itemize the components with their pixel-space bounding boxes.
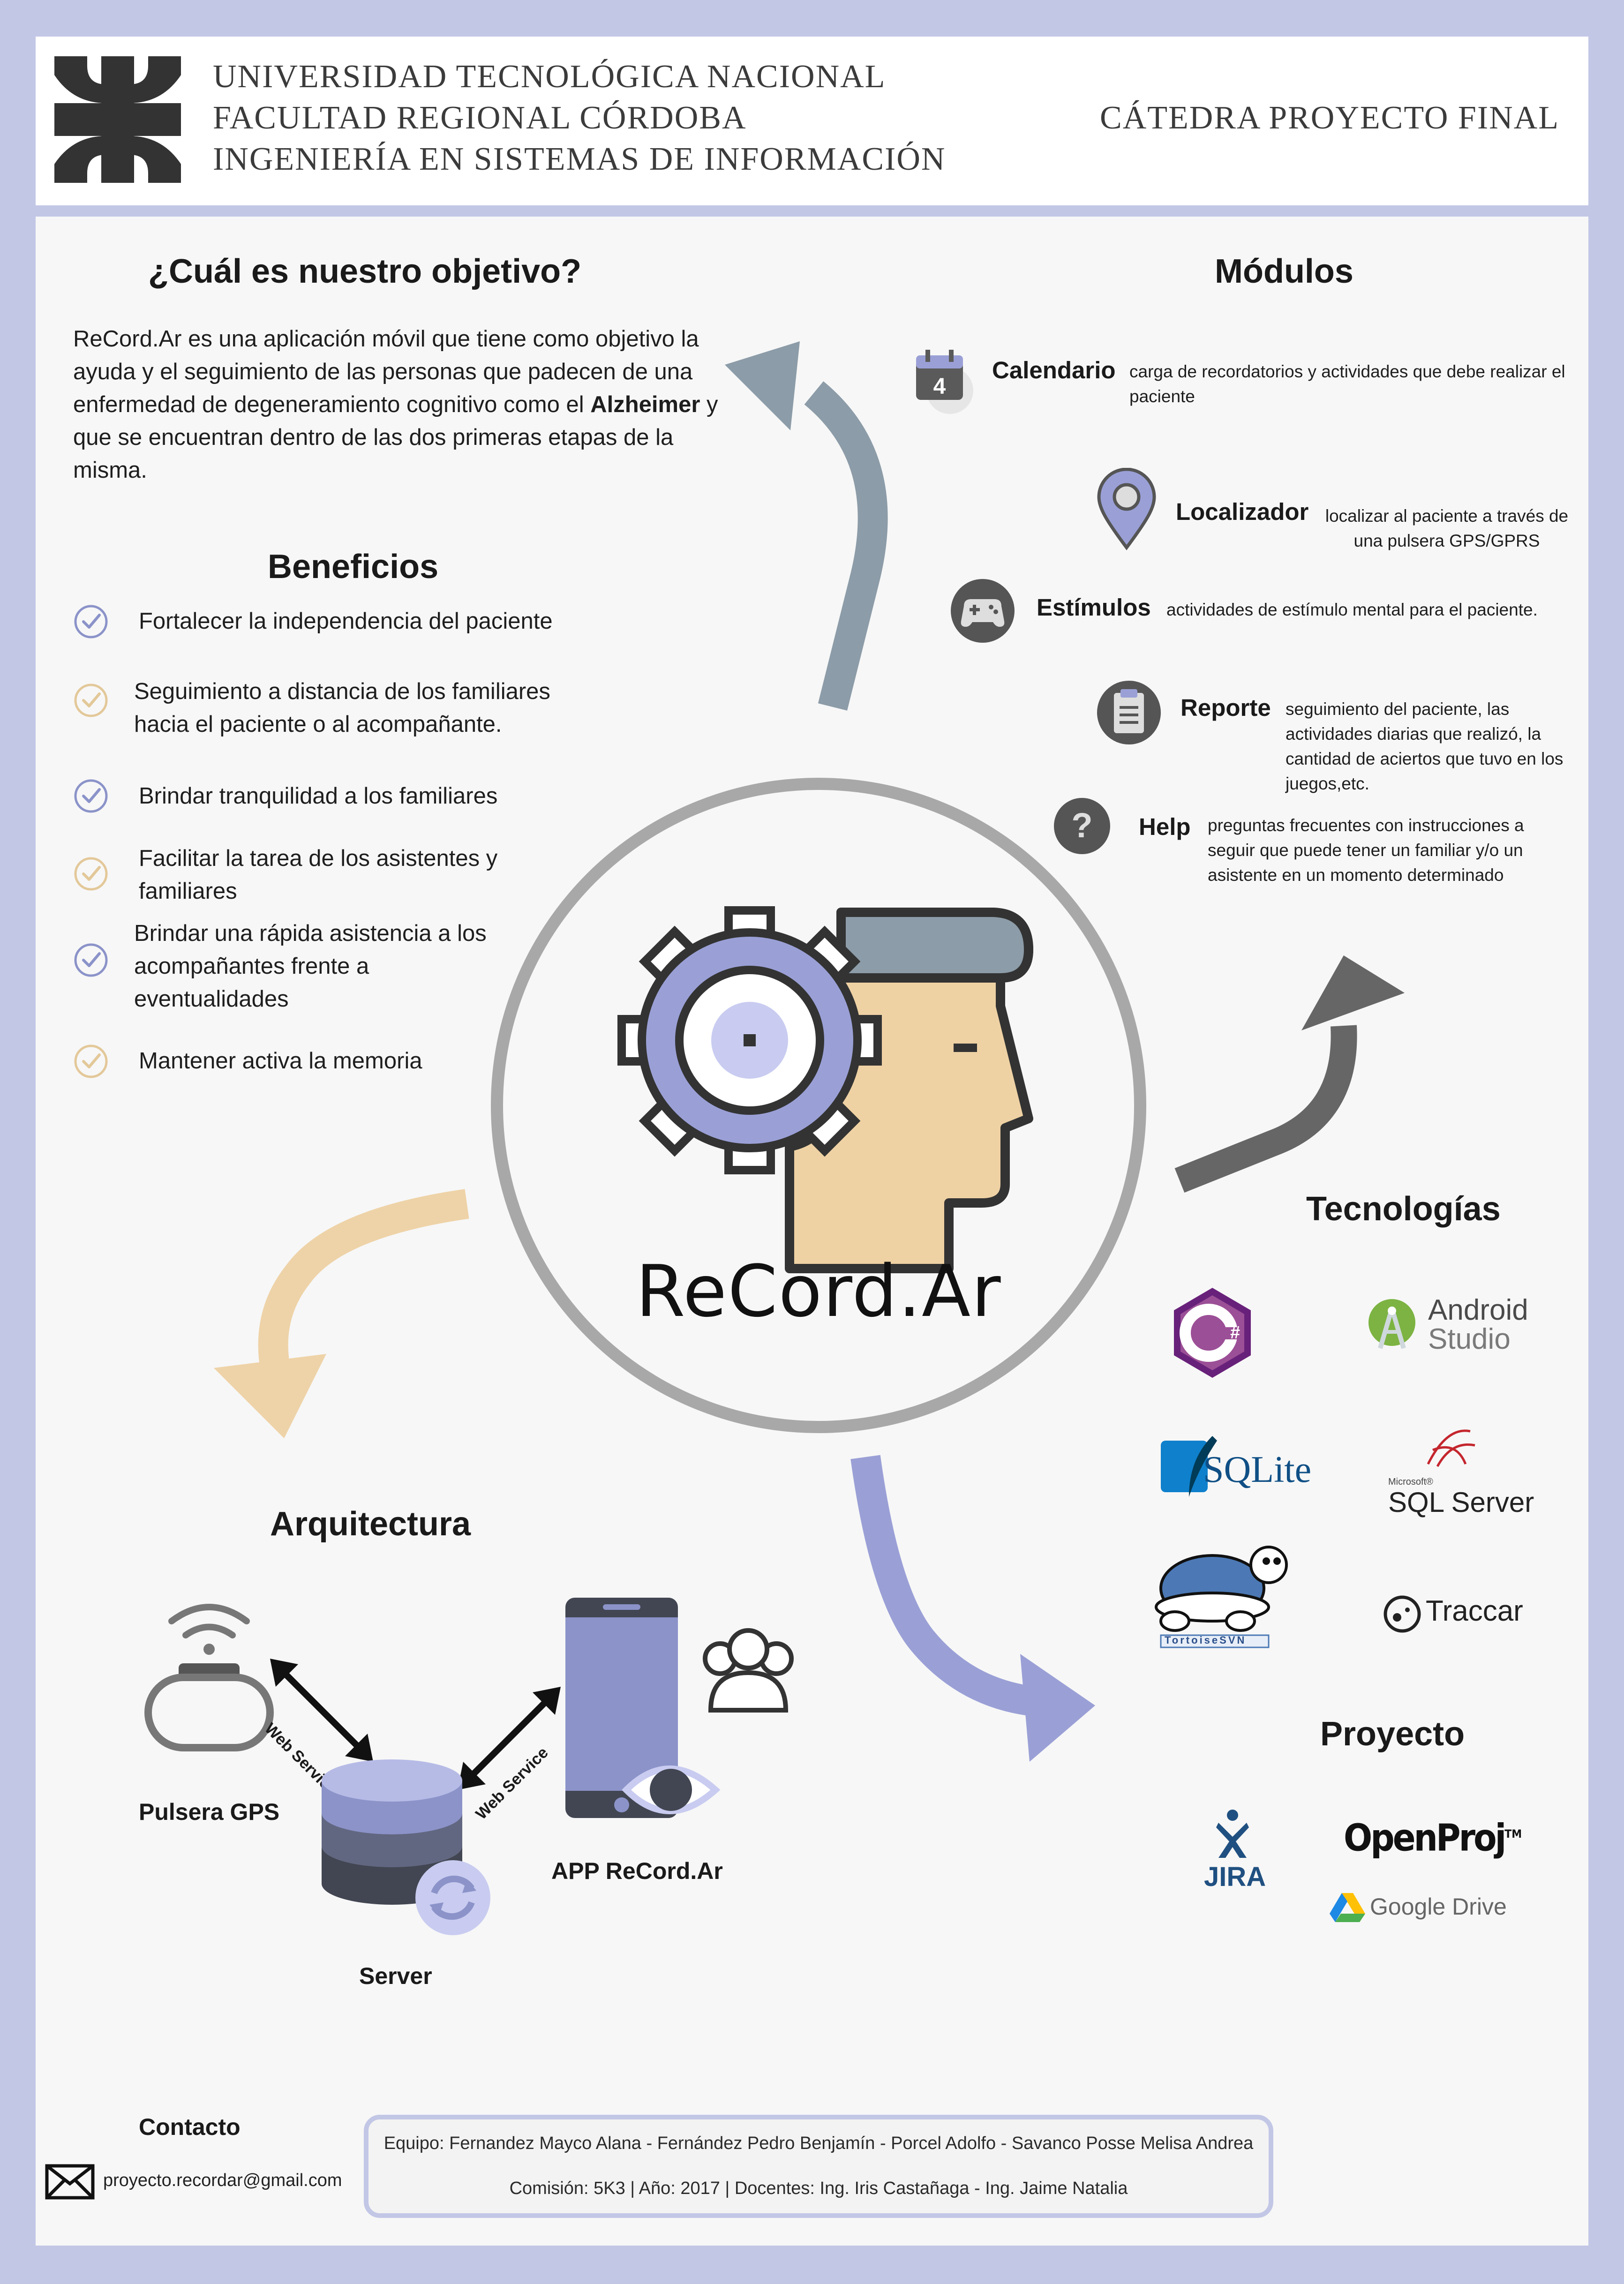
android-studio-logo-mark bbox=[1368, 1299, 1415, 1349]
objective-text-bold: Alzheimer bbox=[590, 392, 700, 417]
modules-title: Módulos bbox=[1215, 253, 1353, 290]
app-label: APP ReCord.Ar bbox=[551, 1858, 723, 1884]
check-icon bbox=[74, 943, 108, 977]
benefit-item: Seguimiento a distancia de los familiare… bbox=[134, 679, 550, 737]
arrow-down-right bbox=[1020, 1654, 1095, 1762]
eye-icon bbox=[622, 1766, 721, 1814]
header-career: INGENIERÍA EN SISTEMAS DE INFORMACIÓN bbox=[213, 141, 946, 177]
header: UNIVERSIDAD TECNOLÓGICA NACIONAL FACULTA… bbox=[36, 37, 1588, 205]
question-icon: ? bbox=[1054, 798, 1110, 854]
benefit-item: Fortalecer la independencia del paciente bbox=[139, 609, 553, 634]
benefit-item: Brindar tranquilidad a los familiares bbox=[139, 783, 498, 809]
footer-course: Comisión: 5K3 | Año: 2017 | Docentes: In… bbox=[509, 2179, 1128, 2198]
header-divider bbox=[36, 205, 1588, 217]
flow-arrows bbox=[214, 341, 1405, 1762]
module-name: Calendario bbox=[992, 357, 1116, 383]
arrow-down-left bbox=[214, 1354, 326, 1438]
architecture-title: Arquitectura bbox=[270, 1505, 471, 1543]
header-chair: CÁTEDRA PROYECTO FINAL bbox=[1100, 100, 1560, 136]
module-desc: seguimiento del paciente, las actividade… bbox=[1286, 699, 1564, 793]
envelope-icon bbox=[45, 2164, 95, 2200]
jira-logo-mark bbox=[1216, 1810, 1249, 1858]
utn-logo bbox=[54, 56, 181, 183]
android-logo-text: Android bbox=[1428, 1294, 1528, 1326]
module-name: Help bbox=[1139, 813, 1191, 840]
objective-text: ReCord.Ar es una aplicación móvil que ti… bbox=[73, 323, 729, 487]
module-name: Estímulos bbox=[1037, 594, 1151, 621]
openproj-logo: OpenProjTM bbox=[1344, 1816, 1522, 1859]
header-university: UNIVERSIDAD TECNOLÓGICA NACIONAL bbox=[213, 59, 886, 95]
android-studio-logo: Android Studio bbox=[1428, 1296, 1528, 1354]
svg-text:?: ? bbox=[1071, 806, 1092, 845]
sql-server-logo: SQL Server bbox=[1388, 1487, 1534, 1518]
header-faculty: FACULTAD REGIONAL CÓRDOBA bbox=[213, 100, 747, 136]
contact-title: Contacto bbox=[139, 2114, 241, 2140]
module-desc: carga de recordatorios y actividades que… bbox=[1129, 362, 1565, 406]
gamepad-icon bbox=[951, 579, 1015, 643]
openproj-logo-text: OpenProj bbox=[1344, 1816, 1506, 1860]
benefit-item: Mantener activa la memoria bbox=[139, 1048, 422, 1074]
sql-server-logo-mark bbox=[1427, 1429, 1475, 1467]
check-icon bbox=[74, 684, 108, 717]
objective-text-start: ReCord.Ar es una aplicación móvil que ti… bbox=[73, 326, 699, 417]
arrow-double-right bbox=[458, 1687, 561, 1790]
server-icon bbox=[322, 1759, 490, 1935]
module-desc: localizar al paciente a través de una pu… bbox=[1325, 506, 1569, 550]
technologies-title: Tecnologías bbox=[1306, 1190, 1501, 1228]
csharp-logo: # bbox=[1174, 1288, 1251, 1378]
openproj-trademark: TM bbox=[1504, 1828, 1522, 1841]
footer-credits: Equipo: Fernandez Mayco Alana - Fernánde… bbox=[364, 2115, 1273, 2218]
benefit-item: Brindar una rápida asistencia a los acom… bbox=[134, 921, 487, 1012]
project-title: Proyecto bbox=[1320, 1715, 1465, 1753]
calendar-badge: 4 bbox=[933, 374, 946, 399]
gps-bracelet-icon bbox=[144, 1604, 274, 1751]
center-emblem bbox=[491, 778, 1146, 1433]
check-icon bbox=[74, 1044, 108, 1078]
google-drive-logo-mark bbox=[1330, 1893, 1365, 1922]
studio-logo-text: Studio bbox=[1428, 1323, 1511, 1355]
module-name: Reporte bbox=[1180, 694, 1271, 721]
arrow-up-right bbox=[1301, 955, 1405, 1030]
poster-sheet: UNIVERSIDAD TECNOLÓGICA NACIONAL FACULTA… bbox=[36, 37, 1588, 2246]
jira-logo: JIRA bbox=[1204, 1862, 1266, 1892]
sql-server-small-text: Microsoft® bbox=[1388, 1477, 1433, 1487]
benefits-title: Beneficios bbox=[268, 548, 439, 586]
objective-title: ¿Cuál es nuestro objetivo? bbox=[148, 253, 582, 290]
calendar-icon: 4 bbox=[916, 350, 973, 414]
objective-text-end: y que se encuentran dentro de las dos pr… bbox=[73, 392, 718, 483]
check-icon bbox=[74, 605, 108, 639]
svg-text:#: # bbox=[1230, 1323, 1240, 1343]
traccar-logo-mark bbox=[1383, 1595, 1421, 1633]
google-drive-logo: Google Drive bbox=[1370, 1893, 1507, 1920]
phone-app-icon bbox=[565, 1598, 794, 1818]
brand-wordmark: ReCord.Ar bbox=[636, 1250, 1002, 1333]
map-pin-icon bbox=[1097, 468, 1156, 550]
module-desc: preguntas frecuentes con instrucciones a… bbox=[1208, 816, 1524, 885]
check-icon bbox=[74, 857, 108, 891]
users-icon bbox=[703, 1628, 794, 1713]
sqlite-logo: SQLite bbox=[1203, 1449, 1312, 1490]
benefit-item: Facilitar la tarea de los asistentes y f… bbox=[139, 846, 498, 904]
gps-label: Pulsera GPS bbox=[139, 1799, 280, 1825]
tortoisesvn-logo-mark bbox=[1155, 1546, 1288, 1648]
sqlite-logo-mark bbox=[1161, 1436, 1217, 1497]
check-icon bbox=[74, 779, 108, 813]
tortoisesvn-logo: TortoiseSVN bbox=[1165, 1634, 1247, 1646]
contact-email[interactable]: proyecto.recordar@gmail.com bbox=[103, 2171, 342, 2190]
arrow-double-left bbox=[270, 1659, 373, 1762]
server-label: Server bbox=[359, 1963, 432, 1989]
gear-icon bbox=[617, 906, 882, 1174]
footer-team: Equipo: Fernandez Mayco Alana - Fernánde… bbox=[383, 2134, 1254, 2153]
clipboard-icon bbox=[1097, 681, 1161, 744]
traccar-logo: Traccar bbox=[1426, 1595, 1523, 1627]
arrow-up-left bbox=[725, 341, 800, 430]
module-name: Localizador bbox=[1176, 498, 1309, 525]
module-desc: actividades de estímulo mental para el p… bbox=[1166, 600, 1538, 619]
